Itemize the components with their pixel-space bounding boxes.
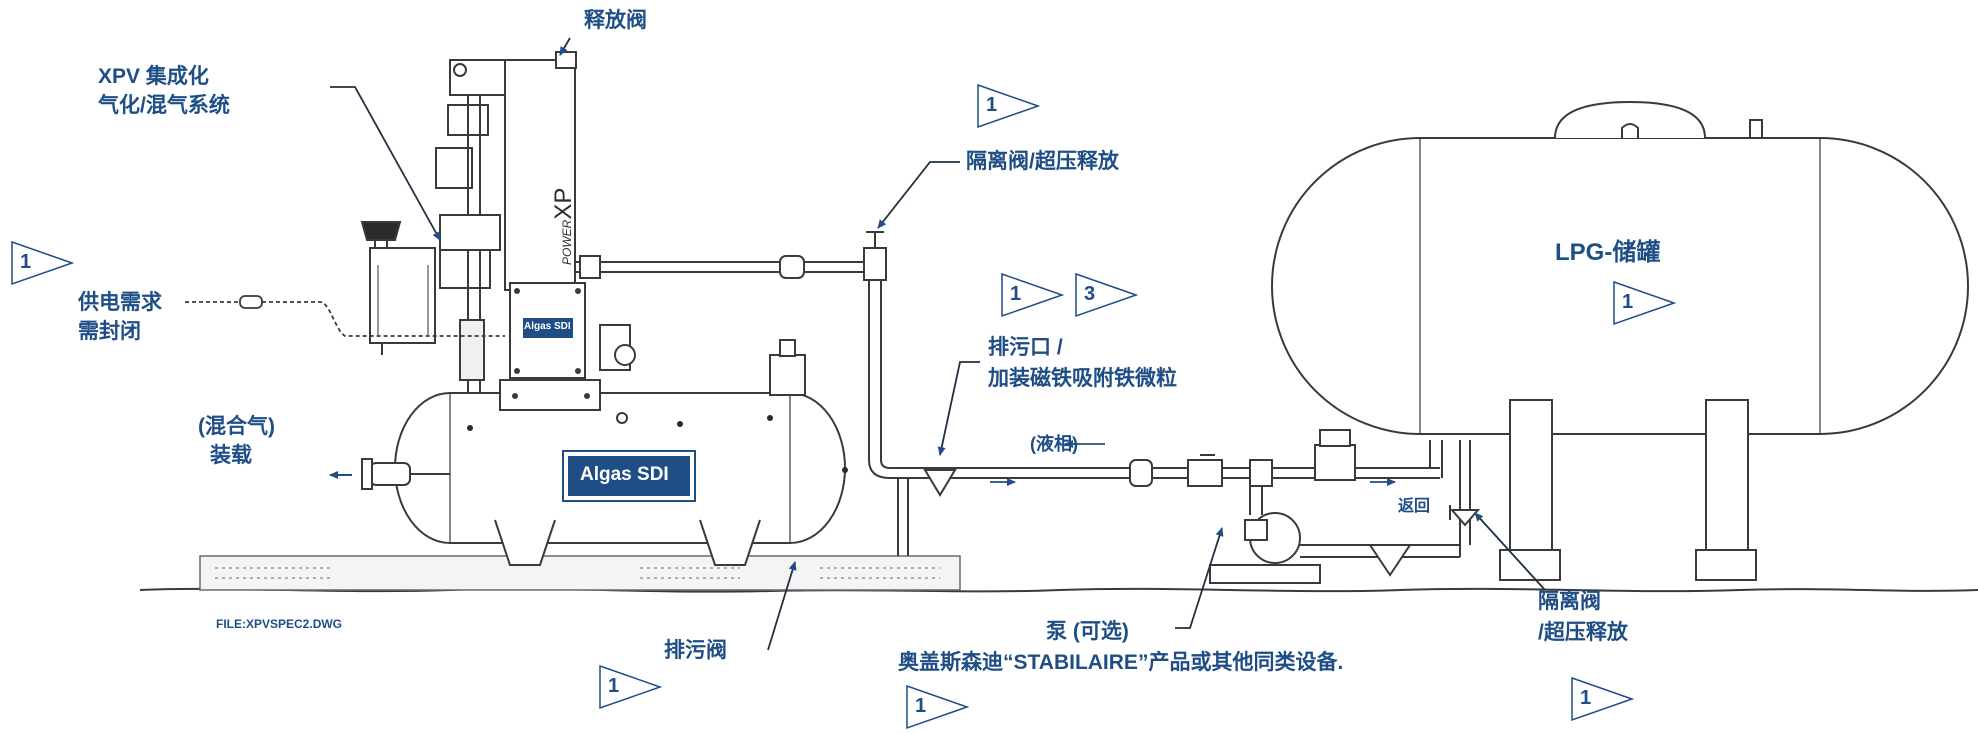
note-marker-mid-a: 1: [1000, 272, 1065, 318]
note-marker-bottom-left: 1: [598, 664, 663, 710]
file-reference: FILE:XPVSPEC2.DWG: [216, 617, 343, 631]
lpg-storage-tank: [1271, 100, 1969, 581]
pump-assembly: [1209, 440, 1481, 584]
note-marker-left: 1: [10, 240, 75, 286]
note-marker-top-center: 1: [976, 83, 1041, 129]
drain-valve-label: 排污阀: [664, 639, 727, 662]
note-marker-shape: [977, 83, 1041, 129]
note-marker-shape: [906, 684, 970, 730]
tank-label: LPG-储罐: [1555, 239, 1661, 266]
note-marker-bottom-center: 1: [905, 684, 970, 730]
note-marker-shape: [1001, 272, 1065, 318]
power-conduit: [185, 295, 505, 337]
vaporizer-brand-power: POWERXP: [550, 187, 577, 265]
note-marker-tank: 1: [1612, 280, 1677, 326]
electrical-enclosure: [360, 221, 491, 355]
vaporizer-column: [435, 51, 870, 393]
power-requirement-label: 供电需求 需封闭: [78, 291, 162, 343]
note-marker-mid-b: 3: [1074, 272, 1139, 318]
mixed-gas-label: (混合气) 装载: [198, 415, 275, 467]
note-marker-bottom-right: 1: [1570, 676, 1635, 722]
isolation-valve-right-label: 隔离阀 /超压释放: [1538, 590, 1628, 644]
note-marker-shape: [1075, 272, 1139, 318]
tank-logo: Algas SDI: [580, 464, 669, 485]
note-marker-shape: [1613, 280, 1677, 326]
control-panel: [499, 282, 806, 424]
isolation-valve-top-label: 隔离阀/超压释放: [966, 150, 1119, 173]
pump-label: 泵 (可选) 奥盖斯森迪“STABILAIRE”产品或其他同类设备.: [898, 620, 1344, 674]
xpv-system-label: XPV 集成化 气化/混气系统: [98, 65, 230, 117]
leader-lines: [330, 37, 1546, 651]
relief-valve-label: 释放阀: [584, 9, 647, 32]
note-marker-shape: [11, 240, 75, 286]
liquid-phase-label: (液相): [1030, 434, 1078, 454]
mixed-gas-outlet: [329, 458, 450, 490]
skid-base: [199, 555, 961, 591]
drain-port-label: 排污口 / 加装磁铁吸附铁微粒: [988, 336, 1177, 390]
note-marker-shape: [599, 664, 663, 710]
note-marker-shape: [1571, 676, 1635, 722]
return-label: 返回: [1398, 498, 1431, 515]
control-panel-logo: Algas SDI: [524, 321, 571, 332]
liquid-line: [863, 231, 1443, 556]
tank-logo-plate: Algas SDI: [562, 450, 696, 502]
